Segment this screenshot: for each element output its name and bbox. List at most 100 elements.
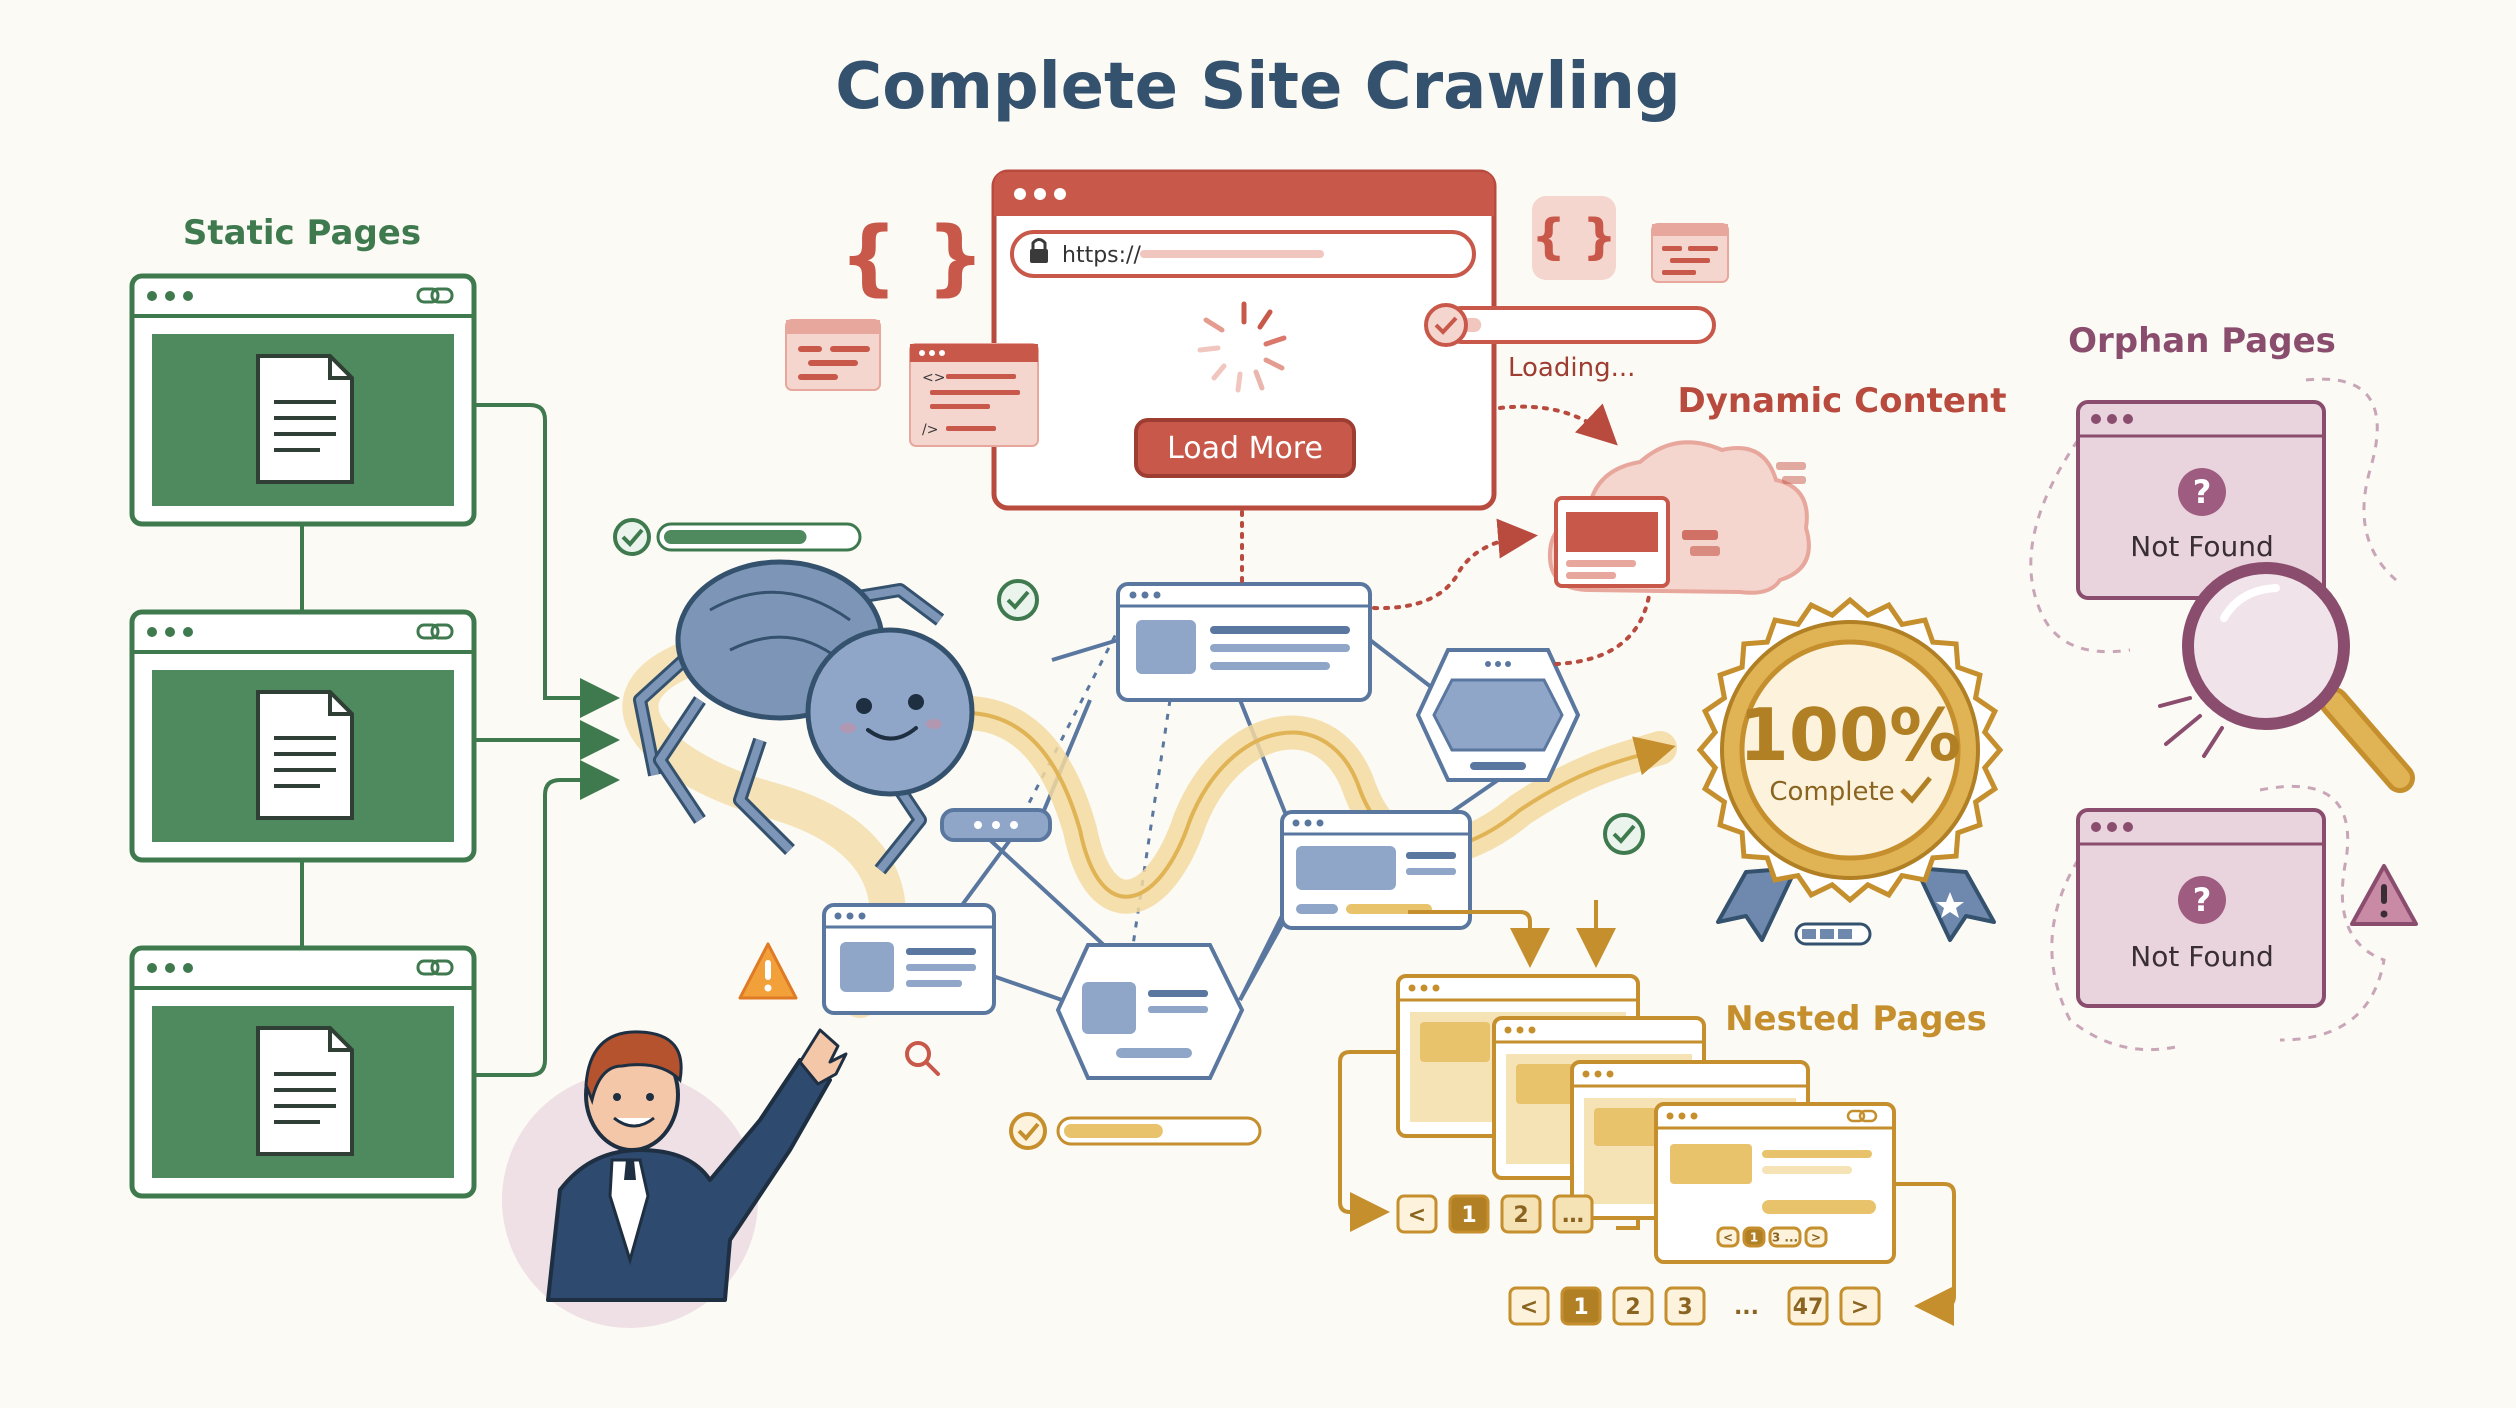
pagination-button[interactable]: ...	[1734, 1295, 1759, 1320]
pagination-button[interactable]: 3	[1664, 1286, 1706, 1326]
pagination-label: >	[1851, 1295, 1869, 1320]
nested-arrow	[1338, 1050, 1396, 1232]
pagination-button[interactable]: <	[1716, 1226, 1740, 1248]
static-page-card	[129, 273, 477, 527]
network-pill-node	[940, 808, 1052, 842]
pagination-button[interactable]: …	[1552, 1194, 1594, 1234]
pagination-button[interactable]: 1	[1448, 1194, 1490, 1234]
link-icon	[416, 959, 454, 976]
pagination-button[interactable]: 3 ...	[1768, 1226, 1802, 1248]
check-icon	[1900, 776, 1932, 804]
link-icon	[416, 623, 454, 640]
pagination-label: …	[1562, 1203, 1584, 1228]
pagination-label: 1	[1573, 1295, 1588, 1320]
static-pages-label: Static Pages	[183, 213, 421, 253]
static-page-card	[129, 945, 477, 1199]
loading-progress	[1424, 303, 1716, 347]
pagination-label: 47	[1793, 1295, 1824, 1320]
code-editor-tile: <> />	[909, 343, 1039, 447]
document-icon	[256, 354, 354, 484]
complete-percent: 100%	[1739, 693, 1961, 777]
network-dashed-edge	[1128, 699, 1172, 966]
pagination-button[interactable]: 1	[1742, 1226, 1766, 1248]
pagination-button[interactable]: 1	[1560, 1286, 1602, 1326]
not-found-text: Not Found	[2130, 940, 2273, 973]
load-more-button[interactable]	[1134, 418, 1356, 478]
nested-arrow	[1896, 1182, 1956, 1326]
lock-icon	[1030, 238, 1048, 263]
code-tag-text: />	[922, 422, 938, 438]
pagination-button[interactable]: 2	[1500, 1194, 1542, 1234]
json-braces-icon: { }	[839, 210, 984, 305]
static-page-card	[129, 609, 477, 863]
pagination-small: <1 2 …	[1396, 1194, 1594, 1234]
pagination-label: 3 ...	[1772, 1230, 1798, 1244]
not-found-text: Not Found	[2130, 530, 2273, 563]
network-page-card	[822, 903, 996, 1015]
dynamic-dotted-link	[1372, 518, 1538, 611]
cloud-icon	[1547, 440, 1811, 595]
question-icon: ?	[2193, 881, 2212, 919]
check-icon	[1603, 813, 1645, 855]
orphan-dashed-outline	[2305, 377, 2397, 582]
pagination-button[interactable]: >	[1839, 1286, 1881, 1326]
complete-badge-icon	[1696, 596, 2004, 942]
pagination-button[interactable]: <	[1396, 1194, 1438, 1234]
pagination-label: 1	[1461, 1203, 1476, 1228]
complete-label: Complete	[1769, 777, 1894, 807]
magnifier-icon	[2158, 562, 2415, 793]
pagination-label: 2	[1513, 1203, 1528, 1228]
dynamic-dotted-link	[1498, 403, 1618, 446]
network-hex-node	[1055, 943, 1245, 1080]
json-braces-tile: { }	[1531, 196, 1617, 280]
warning-icon	[738, 942, 798, 1000]
nested-page-card	[1654, 1102, 1896, 1264]
link-icon	[1846, 1109, 1878, 1123]
dynamic-content-label: Dynamic Content	[1678, 381, 2007, 421]
pagination-label: <	[1723, 1230, 1733, 1244]
code-snippet-tile	[1651, 223, 1729, 283]
network-page-card	[1280, 810, 1472, 930]
person-pointing-icon	[502, 1028, 848, 1328]
spider-crawler-icon	[633, 559, 975, 875]
warning-icon	[2350, 864, 2418, 926]
pagination-button[interactable]: 47	[1787, 1286, 1829, 1326]
check-icon	[997, 579, 1039, 621]
pagination-label: 1	[1750, 1230, 1758, 1244]
pagination-button[interactable]: <	[1508, 1286, 1550, 1326]
orphan-dashed-outline	[2029, 439, 2131, 654]
url-text: https://	[1062, 243, 1141, 268]
orphan-dashed-outline	[2050, 859, 2181, 1052]
url-placeholder-bar	[1140, 250, 1324, 258]
pagination-label: >	[1811, 1230, 1821, 1244]
badge-progress-strip	[1794, 922, 1872, 946]
nested-pages-label: Nested Pages	[1725, 999, 1987, 1039]
pagination-label: <	[1408, 1203, 1426, 1228]
code-tag-text: <>	[922, 370, 945, 386]
question-icon: ?	[2193, 473, 2212, 511]
crawl-progress-top	[613, 518, 862, 556]
link-icon	[416, 287, 454, 304]
pagination-label: <	[1520, 1295, 1538, 1320]
orphan-page-card	[2076, 808, 2326, 1008]
json-braces-icon: { }	[1531, 209, 1616, 265]
orphan-pages-label: Orphan Pages	[2068, 321, 2336, 361]
code-snippet-tile	[785, 319, 881, 391]
pagination-mini: <1 3 ... >	[1716, 1226, 1828, 1248]
search-icon	[905, 1041, 940, 1076]
page-title: Complete Site Crawling	[835, 50, 1680, 124]
dynamic-dotted-link	[1554, 588, 1652, 666]
document-icon	[256, 690, 354, 820]
loading-text: Loading...	[1508, 353, 1635, 383]
nested-arrow	[1408, 910, 1550, 968]
static-arrow	[474, 760, 620, 1077]
crawl-progress-bottom	[1009, 1112, 1262, 1150]
pagination-button[interactable]: >	[1804, 1226, 1828, 1248]
load-more-label: Load More	[1167, 431, 1323, 466]
network-hex-node	[1415, 648, 1581, 782]
network-dashed-edge	[1008, 629, 1120, 841]
static-arrow	[474, 403, 620, 718]
pagination-button[interactable]: 2	[1612, 1286, 1654, 1326]
network-page-card	[1116, 582, 1372, 702]
